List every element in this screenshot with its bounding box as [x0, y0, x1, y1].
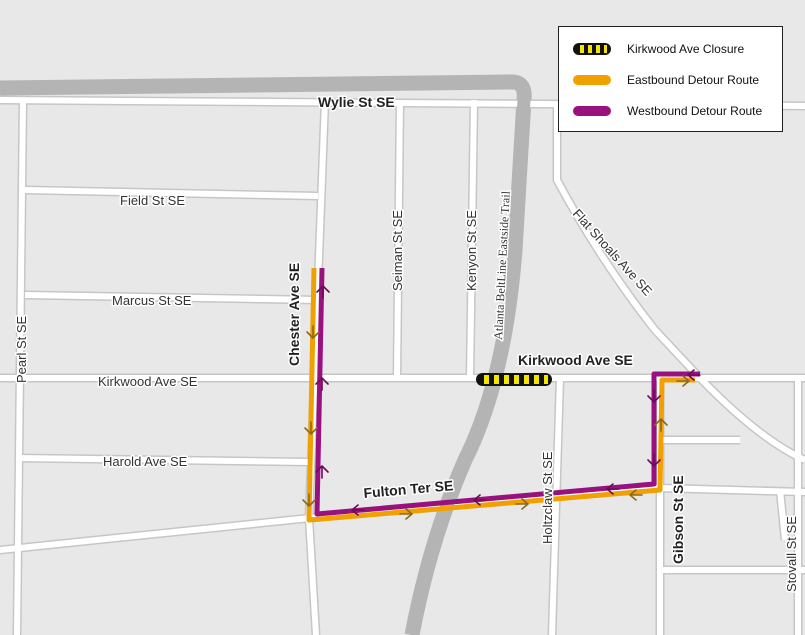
- westbound-swatch-icon: [571, 101, 613, 121]
- arrow-left-icon: [606, 483, 620, 495]
- label-holtzclaw-st: Holtzclaw St SE: [540, 451, 555, 544]
- westbound-detour-route: [314, 267, 700, 517]
- label-harold-ave: Harold Ave SE: [103, 454, 188, 469]
- arrow-left-icon: [473, 494, 487, 506]
- arrow-up-icon: [315, 377, 329, 391]
- arrow-down-icon: [302, 493, 316, 507]
- legend-item-westbound: Westbound Detour Route: [571, 101, 762, 121]
- label-gibson-st: Gibson St SE: [670, 475, 686, 564]
- label-wylie-st: Wylie St SE: [318, 94, 395, 110]
- arrow-up-icon: [316, 285, 330, 299]
- arrow-left-icon: [687, 369, 701, 381]
- label-marcus-st: Marcus St SE: [112, 293, 192, 308]
- map-legend: Kirkwood Ave Closure Eastbound Detour Ro…: [558, 26, 783, 132]
- label-field-st: Field St SE: [120, 193, 185, 208]
- arrow-down-icon: [647, 389, 661, 403]
- label-kirkwood-ave-east: Kirkwood Ave SE: [518, 352, 633, 368]
- route-arrows: [302, 285, 701, 520]
- legend-label: Westbound Detour Route: [627, 104, 763, 118]
- label-seiman-st: Seiman St SE: [390, 210, 405, 291]
- closure-swatch-icon: [571, 39, 613, 59]
- arrow-right-icon: [676, 375, 690, 387]
- arrow-left-icon: [629, 489, 643, 501]
- label-kirkwood-ave-west: Kirkwood Ave SE: [98, 374, 198, 389]
- legend-item-eastbound: Eastbound Detour Route: [571, 70, 759, 90]
- arrow-right-icon: [515, 498, 529, 510]
- arrow-up-icon: [315, 465, 329, 479]
- label-kenyon-st: Kenyon St SE: [464, 210, 479, 291]
- legend-item-closure: Kirkwood Ave Closure: [571, 39, 744, 59]
- legend-label: Kirkwood Ave Closure: [627, 42, 745, 56]
- arrow-right-icon: [399, 508, 413, 520]
- arrow-down-icon: [304, 421, 318, 435]
- label-pearl-st: Pearl St SE: [14, 315, 29, 383]
- label-stovall-st: Stovall St SE: [784, 516, 799, 592]
- eastbound-detour-route: [306, 267, 695, 523]
- eastbound-swatch-icon: [571, 70, 613, 90]
- arrow-up-icon: [654, 418, 668, 432]
- legend-label: Eastbound Detour Route: [627, 73, 760, 87]
- arrow-down-icon: [306, 325, 320, 339]
- kirkwood-closure: [476, 373, 552, 386]
- arrow-left-icon: [351, 504, 365, 516]
- beltline-trail-overlay: [405, 75, 531, 635]
- arrow-down-icon: [647, 453, 661, 467]
- label-chester-ave: Chester Ave SE: [286, 263, 302, 366]
